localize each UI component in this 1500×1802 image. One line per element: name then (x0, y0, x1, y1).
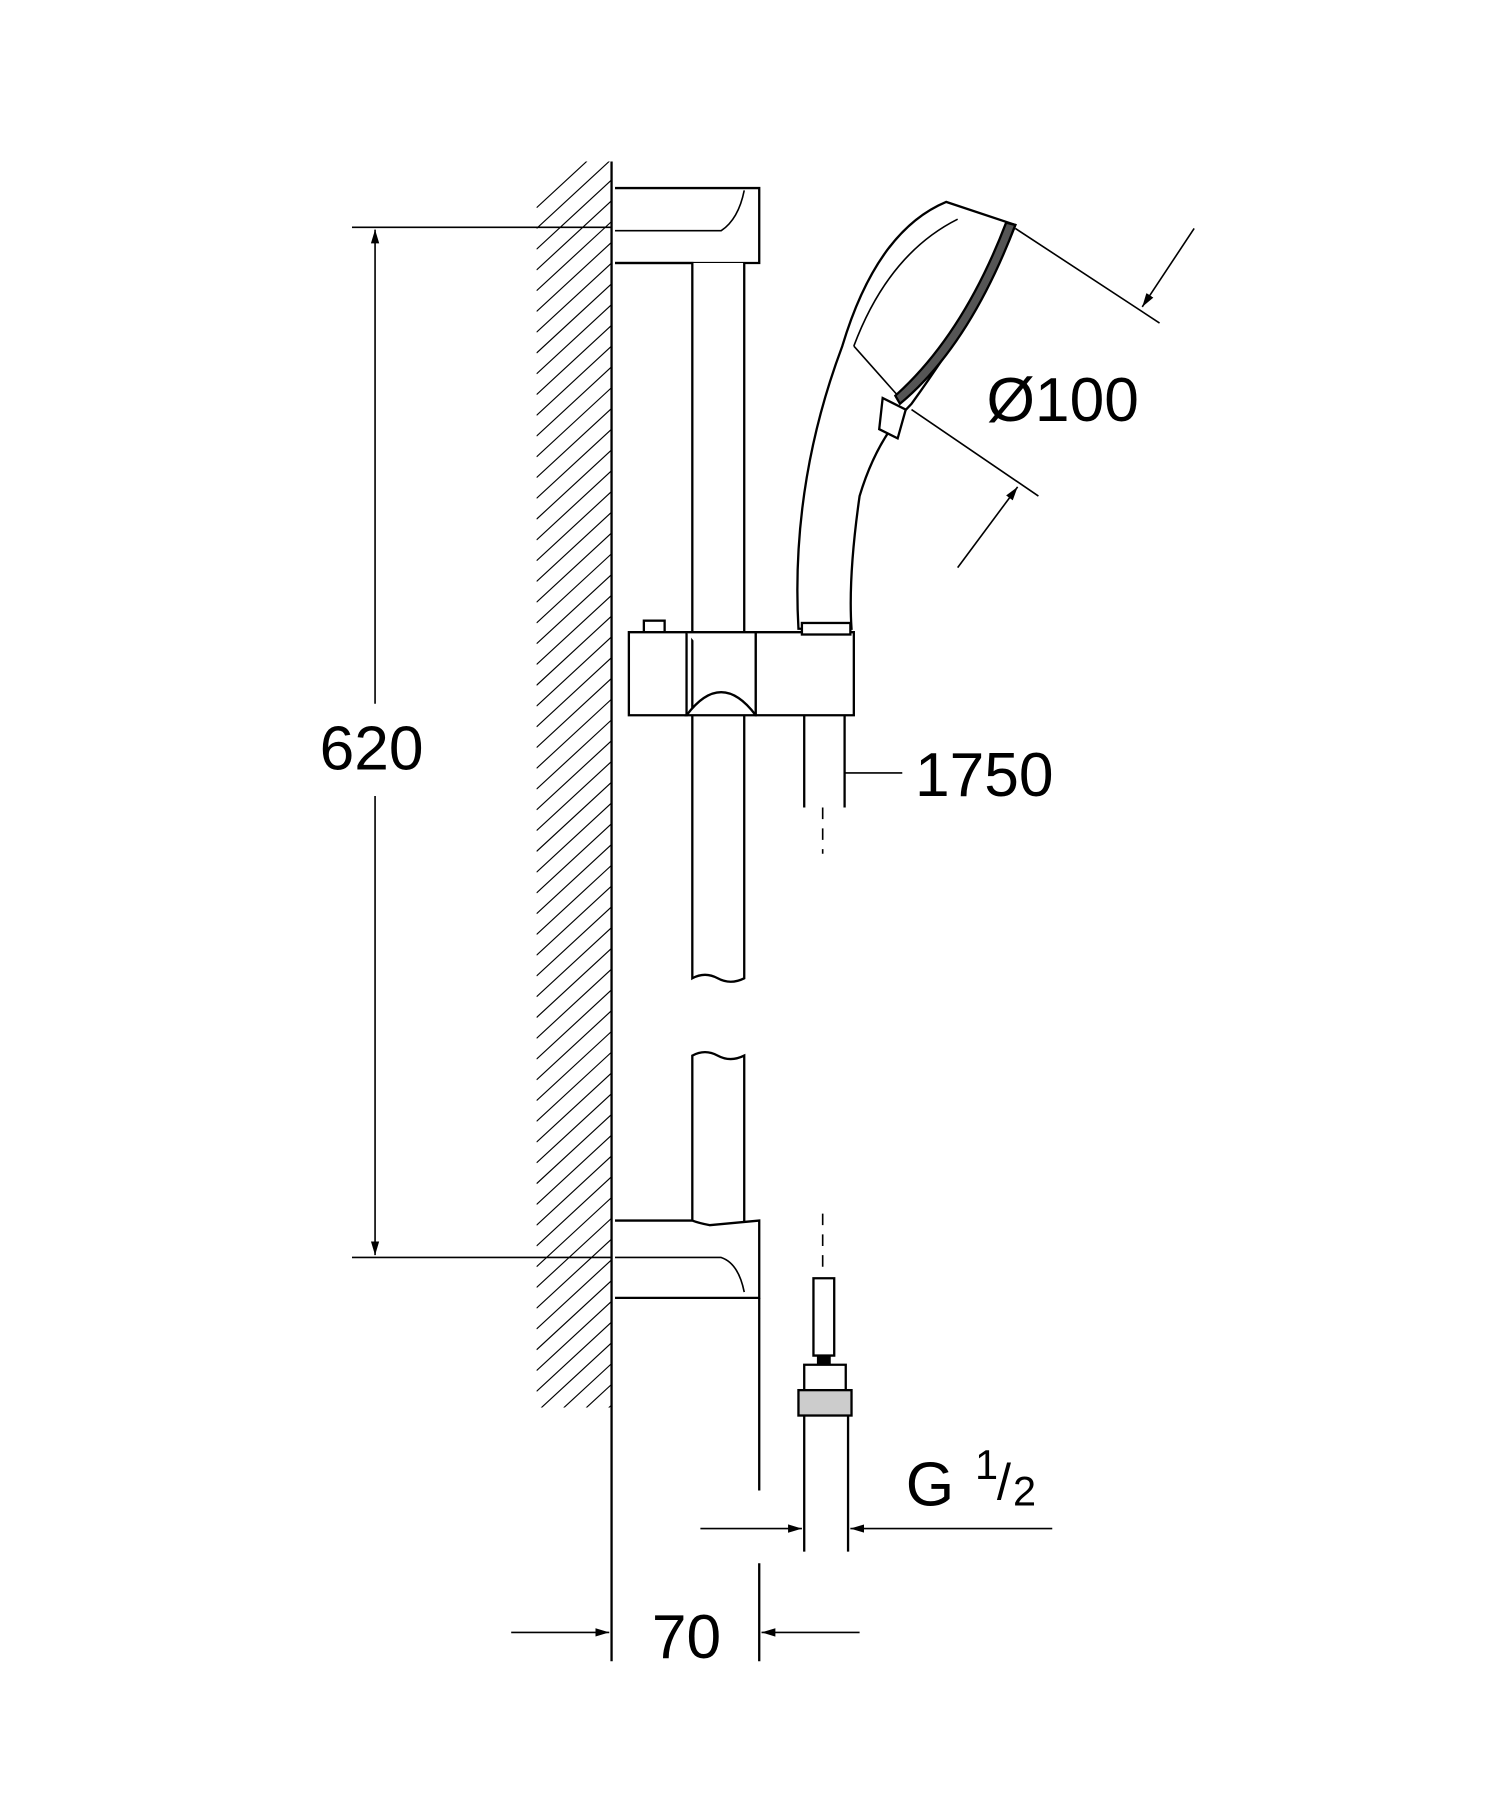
hose-length-label: 1750 (915, 741, 1054, 810)
hatch-line (536, 407, 612, 479)
thread-label: G (906, 1451, 954, 1520)
rail-length-label: 620 (320, 714, 424, 783)
hatch-line (536, 1051, 612, 1122)
wall-offset-label: 70 (652, 1603, 721, 1672)
hatch-line (537, 1426, 612, 1495)
hatch-line (536, 532, 612, 603)
dimension-diameter: Ø100 (911, 227, 1195, 569)
hatch-line (536, 1114, 612, 1185)
thread-numerator: 1 (975, 1441, 998, 1488)
hatch-line (536, 161, 588, 209)
hatch-line (536, 823, 612, 894)
hatch-line (536, 1093, 612, 1164)
hatch-line (536, 449, 612, 520)
hatch-line (536, 698, 612, 769)
hatch-line (536, 927, 612, 998)
hatch-line (536, 221, 612, 292)
thread-denominator: 2 (1013, 1468, 1036, 1515)
hatch-line (536, 636, 612, 707)
hatch-line (536, 574, 612, 645)
hatch-line (540, 1342, 612, 1408)
head-diameter-label: Ø100 (986, 366, 1138, 435)
hatch-line (536, 491, 612, 562)
thread-slash: / (997, 1454, 1012, 1511)
dimension-thread: G 1 / 2 (700, 1441, 1053, 1533)
hatch-line (536, 740, 612, 811)
hatch-line (536, 906, 612, 977)
hatch-line (536, 968, 612, 1039)
hatch-line (536, 324, 612, 395)
hatch-line (536, 989, 612, 1060)
hatch-line (536, 511, 612, 582)
hatch-line (536, 200, 612, 271)
dimension-620: 620 (320, 226, 612, 1259)
bottom-bracket (615, 1219, 761, 1662)
shower-hose (797, 715, 853, 1552)
hatch-line (536, 947, 612, 1018)
hatch-line (536, 677, 612, 748)
hatch-line (536, 1030, 612, 1102)
hatch-line (536, 781, 612, 852)
hatch-line (536, 428, 612, 499)
hatch-line (608, 1404, 612, 1408)
hatch-line (536, 366, 612, 437)
hatch-line (536, 885, 612, 956)
hatch-line (536, 262, 612, 333)
hatch-line (536, 345, 612, 416)
hatch-line (536, 1217, 612, 1288)
hatch-line (536, 304, 612, 375)
hatch-line (536, 864, 612, 935)
hatch-line (536, 844, 612, 915)
wall-hatch (536, 161, 612, 1516)
hatch-line (536, 594, 612, 665)
hatch-line (536, 615, 612, 686)
hatch-line (536, 1238, 612, 1309)
hand-shower (796, 200, 1017, 636)
hatch-line (536, 1300, 612, 1371)
hatch-line (536, 241, 612, 312)
hatch-line (536, 1280, 612, 1351)
shower-rail (615, 261, 746, 1223)
top-bracket (615, 186, 761, 265)
hatch-line (536, 1197, 612, 1268)
hatch-line (536, 719, 612, 790)
hatch-line (585, 1383, 612, 1408)
hatch-line (536, 553, 612, 624)
hatch-line (536, 179, 612, 250)
hatch-line (536, 802, 612, 873)
dimension-70: 70 (511, 1603, 860, 1672)
hatch-line (536, 1072, 612, 1143)
hatch-line (563, 1363, 612, 1408)
hatch-line (536, 283, 612, 354)
hatch-line (536, 1176, 612, 1247)
dimension-1750: 1750 (844, 741, 1054, 810)
hatch-line (536, 161, 610, 229)
hatch-line (536, 1134, 612, 1205)
hatch-line (536, 470, 612, 541)
hatch-line (536, 1010, 612, 1081)
hatch-line (536, 1321, 612, 1392)
hatch-line (536, 1259, 612, 1330)
hatch-line (536, 1155, 612, 1226)
hatch-line (536, 760, 612, 832)
hatch-line (536, 387, 612, 458)
shower-holder (627, 619, 855, 717)
hatch-line (537, 1447, 612, 1516)
hatch-line (536, 657, 612, 728)
